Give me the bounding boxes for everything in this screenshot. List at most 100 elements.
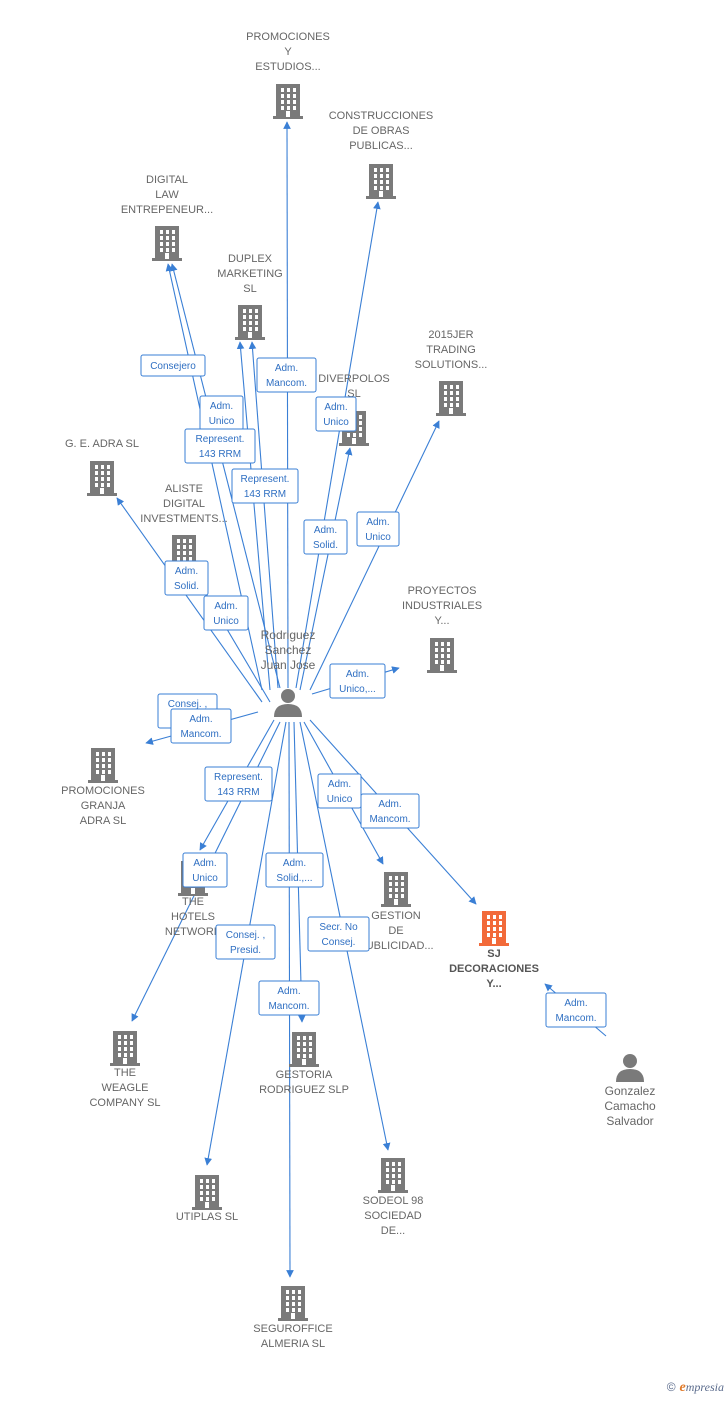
node-label-line: GRANJA <box>81 800 126 812</box>
node-label-line: DE <box>388 925 403 937</box>
edge-rodriguez-to-duplex <box>236 341 271 691</box>
edge-rodriguez-to-ge_adra <box>116 497 263 703</box>
brand-logo-text: mpresia <box>685 1380 724 1394</box>
role-badge-text: Unico <box>323 417 349 428</box>
role-badge-text: Mancom. <box>369 814 410 825</box>
building-icon <box>479 911 509 946</box>
role-badge: Adm. Unico <box>317 773 362 809</box>
role-badge-text: Mancom. <box>268 1001 309 1012</box>
node-label-line: DE OBRAS <box>353 125 410 137</box>
node-label-line: ENTREPENEUR... <box>121 204 213 216</box>
node-label-line: Juan Jose <box>261 658 316 672</box>
role-badge-text: Adm. <box>378 799 401 810</box>
node-ge_adra[interactable]: G. E. ADRA SL <box>65 438 139 496</box>
edge-rodriguez-to-jer2015 <box>309 420 440 691</box>
role-badge: Adm.Solid.,... <box>265 852 324 888</box>
role-badge-text: Adm. <box>189 714 212 725</box>
role-badge-text: Consejero <box>150 361 196 372</box>
node-label-line: SOLUTIONS... <box>415 359 488 371</box>
node-label-line: MARKETING <box>217 268 282 280</box>
role-badge-text: Presid. <box>230 945 261 956</box>
edge-rodriguez-to-construcciones <box>295 201 381 689</box>
node-label-line: INDUSTRIALES <box>402 600 482 612</box>
node-label-line: NETWORK <box>165 926 222 938</box>
node-label-line: Rodriguez <box>261 628 316 642</box>
role-badge: Adm.Unico <box>315 396 357 432</box>
brand-logo-initial: e <box>679 1380 686 1395</box>
node-label-line: DE... <box>381 1225 405 1237</box>
node-label-line: THE <box>182 896 204 908</box>
building-icon <box>366 164 396 199</box>
node-utiplas[interactable]: UTIPLAS SL <box>176 1175 238 1223</box>
role-badge-text: Secr. No <box>319 922 358 933</box>
node-label-line: Y... <box>486 978 501 990</box>
role-badge: Adm. Unico,... <box>329 663 386 699</box>
node-label-line: WEAGLE <box>101 1082 148 1094</box>
node-label-line: HOTELS <box>171 911 215 923</box>
person-icon <box>616 1054 644 1082</box>
role-badge: Adm.Mancom. <box>258 980 320 1016</box>
role-badge: Represent.143 RRM <box>184 428 256 464</box>
node-label-line: CONSTRUCCIONES <box>329 110 434 122</box>
building-icon <box>289 1032 319 1067</box>
role-badge-text: Represent. <box>241 474 290 485</box>
role-badge-text: Unico,... <box>339 684 376 695</box>
role-badge-text: Adm. <box>564 998 587 1009</box>
node-hotels[interactable]: THE HOTELS NETWORK <box>165 861 222 938</box>
node-label-line: PROMOCIONES <box>246 31 330 43</box>
building-icon <box>88 748 118 783</box>
building-icon <box>235 305 265 340</box>
role-badge: Adm.Solid. <box>164 560 209 596</box>
node-label-line: DUPLEX <box>228 253 273 265</box>
role-badge: Represent.143 RRM <box>231 468 299 504</box>
role-badge-text: Adm. <box>346 669 369 680</box>
node-label-line: DIVERPOLOS <box>318 373 390 385</box>
node-label-line: SJ <box>487 948 500 960</box>
copyright-symbol: © <box>666 1380 676 1394</box>
role-badge: Consej. , Presid. <box>215 924 276 960</box>
role-badge-text: 143 RRM <box>199 449 241 460</box>
role-badge-text: Unico <box>327 794 353 805</box>
node-label-line: INVESTMENTS... <box>140 513 227 525</box>
building-icon <box>381 872 411 907</box>
node-label-line: Y <box>284 46 292 58</box>
building-icon <box>110 1031 140 1066</box>
role-badge-text: Represent. <box>214 772 263 783</box>
node-label-line: PROMOCIONES <box>61 785 145 797</box>
brand-footer: ©empresia <box>667 1380 724 1396</box>
role-badge-text: Consej. , <box>226 930 265 941</box>
role-badge: Consejero <box>140 354 206 377</box>
building-icon <box>278 1286 308 1321</box>
role-badge-text: Adm. <box>328 779 351 790</box>
node-label: UTIPLAS SL <box>176 1211 238 1223</box>
edge-rodriguez-to-diverpolos <box>299 447 353 691</box>
building-icon <box>192 1175 222 1210</box>
